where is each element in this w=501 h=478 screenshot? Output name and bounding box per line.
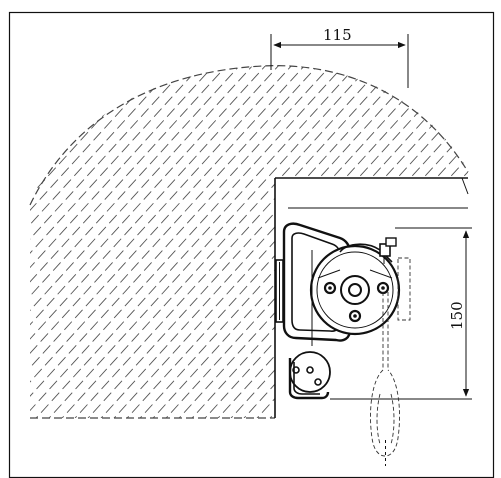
hatch-line	[30, 65, 139, 418]
hatch-line	[309, 65, 468, 418]
hatch-line	[465, 65, 468, 418]
hatch-line	[400, 65, 468, 418]
hatch-line	[479, 20, 501, 460]
hatch-line	[0, 20, 8, 460]
hatch-line	[322, 65, 468, 418]
hatch-line	[36, 65, 438, 418]
hidden-outline-box	[397, 257, 411, 321]
hatch-line	[62, 65, 464, 418]
hatch-line	[30, 65, 412, 418]
hatch-line	[75, 65, 468, 418]
hatch-line	[30, 65, 334, 418]
wall-hatch	[0, 20, 501, 460]
hatch-line	[88, 65, 468, 418]
hatch-line	[30, 65, 360, 418]
hatch-line	[30, 65, 321, 418]
hatch-line	[30, 65, 48, 418]
hatch-line	[30, 65, 35, 418]
hatch-line	[439, 65, 468, 418]
ceiling-break-line	[461, 177, 469, 195]
hatch-line	[30, 65, 282, 418]
hatch-line	[30, 65, 256, 418]
hatch-line	[218, 65, 468, 418]
catch-element	[379, 237, 397, 264]
hatch-line	[231, 65, 468, 418]
hatch-line	[49, 65, 451, 418]
hatch-line	[30, 65, 74, 418]
hatch-line	[166, 65, 468, 418]
hatch-line	[30, 65, 308, 418]
hatch-line	[335, 65, 468, 418]
dimension-label-horizontal: 115	[323, 26, 352, 44]
hatch-line	[30, 65, 126, 418]
hatch-line	[30, 65, 178, 418]
dimension-label-vertical: 150	[448, 301, 466, 330]
hatch-line	[30, 65, 165, 418]
hatch-line	[257, 65, 468, 418]
hatch-line	[387, 65, 468, 418]
hatch-line	[30, 65, 347, 418]
wall-outline	[29, 65, 469, 206]
hatch-line	[413, 65, 468, 418]
crank-handle	[370, 292, 400, 466]
hatch-line	[30, 65, 425, 418]
hatch-line	[361, 65, 468, 418]
hatch-line	[30, 65, 243, 418]
roller-drum	[309, 243, 401, 336]
hatch-line	[30, 65, 295, 418]
hatch-line	[30, 65, 373, 418]
hatch-line	[192, 65, 468, 418]
hatch-line	[30, 65, 269, 418]
hatch-line	[179, 65, 468, 418]
hatch-line	[30, 65, 152, 418]
hatch-line	[30, 65, 113, 418]
frame-border	[8, 11, 495, 478]
hatch-line	[426, 65, 468, 418]
hatch-line	[30, 65, 87, 418]
bottom-bar	[288, 351, 331, 400]
hatch-line	[30, 65, 386, 418]
hatch-line	[30, 65, 399, 418]
hatch-line	[0, 20, 21, 460]
